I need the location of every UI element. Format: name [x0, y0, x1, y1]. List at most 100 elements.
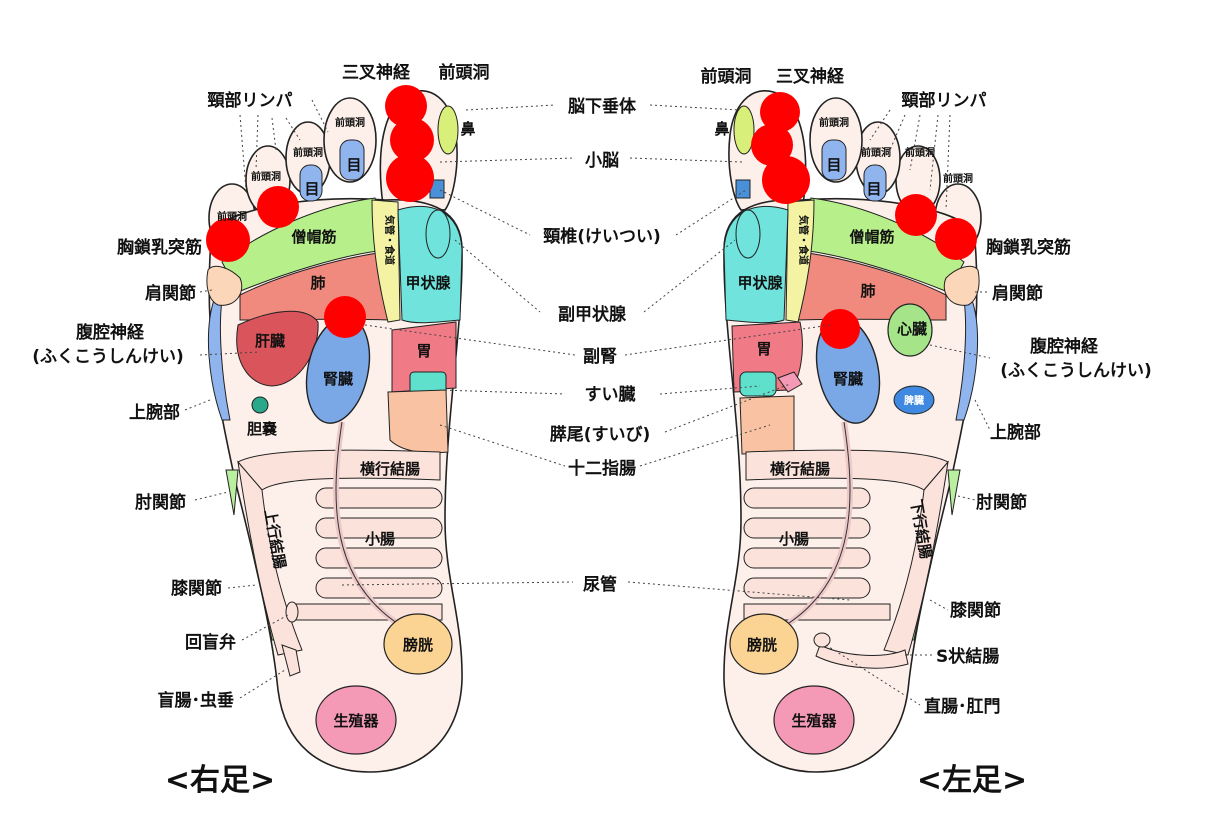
organ-left-lung: 肺: [860, 282, 875, 300]
organ-left-nose: 鼻: [714, 120, 729, 138]
right-parathyroid: [425, 209, 451, 259]
label-left-trigeminal: 三叉神経: [776, 66, 845, 87]
left-pancreas-tail: [777, 371, 803, 393]
organ-right-trapezius: 僧帽筋: [291, 228, 336, 246]
label-cervical: 頸椎(けいつい): [543, 226, 661, 247]
right-side-green-1: [225, 469, 239, 516]
leader-lines: [184, 99, 991, 706]
right-gallbladder: [251, 396, 269, 414]
organ-left-eye-2: 目: [826, 156, 841, 174]
label-left-upper-arm: 上腕部: [990, 422, 1041, 443]
organ-left-transverse-colon: 横行結腸: [770, 460, 830, 478]
label-right-elbow: 肘関節: [135, 492, 186, 513]
left-rectum: [813, 632, 831, 648]
marker: [935, 218, 977, 260]
left-esophagus: [785, 199, 815, 323]
label-left-sternocleidomastoid: 胸鎖乳突筋: [986, 237, 1071, 258]
right-eye-2: [339, 139, 365, 181]
right-small-intestine: [315, 487, 443, 599]
title-left-foot: <左足>: [917, 763, 1027, 798]
label-right-frontal-sinus: 前頭洞: [439, 62, 490, 83]
right-markers: [206, 85, 434, 338]
organ-right-sinus-3: 前頭洞: [293, 146, 323, 159]
left-foot: [723, 90, 982, 773]
label-left-sigmoid: S状結腸: [936, 646, 999, 667]
left-pancreas: [739, 371, 777, 397]
left-eye-3: [863, 164, 887, 202]
marker: [895, 194, 937, 236]
label-adrenal: 副腎: [583, 347, 617, 367]
label-pancreas: すい臓: [585, 385, 636, 405]
organ-left-esophagus: 気管・食道: [797, 214, 810, 265]
marker: [820, 309, 860, 349]
label-left-neck-lymph: 頸部リンパ: [902, 90, 987, 111]
right-ileocecal-valve: [285, 601, 299, 623]
left-genitals: [773, 685, 855, 755]
organ-left-sinus-4: 前頭洞: [905, 146, 935, 159]
label-pancreas-tail: 膵尾(すいび): [550, 424, 651, 445]
label-right-celiac-1: 腹腔神経: [76, 322, 145, 343]
organ-right-stomach: 胃: [416, 342, 431, 360]
label-right-ileocecal: 回盲弁: [185, 632, 236, 653]
organ-left-genitals: 生殖器: [791, 712, 837, 730]
organ-right-lung: 肺: [310, 274, 325, 292]
marker: [762, 156, 810, 204]
marker: [390, 118, 434, 162]
left-sigmoid: [815, 644, 909, 669]
left-markers: [751, 92, 977, 349]
organ-left-kidney: 腎臓: [833, 370, 863, 388]
right-shoulder: [206, 265, 243, 306]
label-left-knee: 膝関節: [950, 600, 1001, 621]
label-pituitary: 脳下垂体: [568, 96, 637, 117]
left-lower-band: [743, 603, 891, 621]
organ-left-small-intestine: 小腸: [779, 530, 809, 548]
left-duodenum: [739, 395, 795, 455]
left-bladder: [729, 613, 799, 675]
marker: [206, 218, 250, 262]
label-left-celiac-2: (ふくこうしんけい): [1000, 361, 1152, 381]
right-foot: [206, 85, 463, 773]
right-ureter-outline: [335, 421, 401, 626]
organ-right-gallbladder: 胆嚢: [247, 420, 277, 438]
label-ureter: 尿管: [583, 574, 617, 595]
organ-right-liver: 肝臓: [255, 332, 285, 350]
left-parathyroid: [735, 209, 761, 259]
organ-left-spleen: 脾臓: [904, 394, 924, 407]
right-appendix: [281, 644, 301, 677]
organ-right-sinus-2: 前頭洞: [335, 116, 365, 129]
label-right-upper-arm: 上腕部: [129, 402, 180, 423]
organ-right-eye-2: 目: [346, 156, 361, 174]
organ-right-sinus-5: 前頭洞: [217, 210, 247, 223]
left-side-blue: [955, 299, 978, 421]
right-duodenum: [387, 389, 449, 454]
label-left-shoulder: 肩関節: [992, 283, 1043, 304]
organ-right-kidney: 腎臓: [323, 370, 353, 388]
organ-right-bladder: 膀胱: [403, 636, 433, 654]
left-spleen: [893, 385, 935, 415]
organ-right-genitals: 生殖器: [333, 712, 379, 730]
left-shoulder: [943, 265, 980, 306]
organ-left-sinus-2: 前頭洞: [819, 116, 849, 129]
left-side-green-1: [947, 469, 961, 516]
organ-left-thyroid: 甲状腺: [737, 274, 783, 292]
organ-right-small-intestine: 小腸: [365, 530, 395, 548]
organ-left-sinus-3: 前頭洞: [861, 146, 891, 159]
marker: [386, 154, 434, 202]
label-right-knee: 膝関節: [171, 578, 222, 599]
marker: [751, 124, 793, 166]
organ-left-stomach: 胃: [756, 340, 771, 358]
organ-right-thyroid: 甲状腺: [405, 274, 451, 292]
label-right-appendix: 盲腸･虫垂: [158, 690, 235, 711]
label-left-celiac-1: 腹腔神経: [1030, 336, 1099, 357]
right-eye-3: [299, 164, 323, 202]
label-right-trigeminal: 三叉神経: [342, 62, 411, 83]
label-cerebellum: 小脳: [585, 151, 619, 171]
right-liver: [236, 310, 319, 387]
label-left-frontal-sinus: 前頭洞: [701, 66, 752, 87]
organ-left-trapezius: 僧帽筋: [849, 228, 894, 246]
label-parathyroid: 副甲状腺: [558, 304, 627, 325]
organ-right-nose: 鼻: [460, 120, 475, 138]
organ-right-eye-3: 目: [304, 180, 319, 198]
